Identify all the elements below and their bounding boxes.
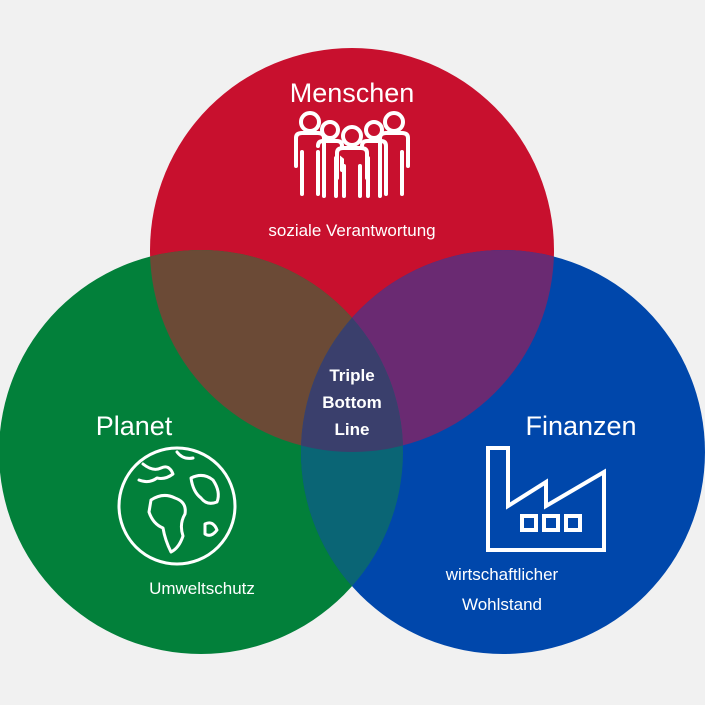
people-group-icon (294, 111, 410, 198)
menschen-subtitle: soziale Verantwortung (268, 221, 436, 240)
overlap-menschen-finanzen (301, 250, 554, 452)
menschen-title: Menschen (289, 78, 415, 108)
planet-subtitle: Umweltschutz (149, 579, 255, 598)
globe-icon (117, 446, 237, 566)
center-line-2: Bottom (322, 393, 382, 412)
finanzen-subtitle-line-1: wirtschaftlicher (445, 565, 559, 584)
center-line-1: Triple (329, 366, 375, 385)
center-label: Triple Bottom Line (300, 362, 404, 443)
overlap-menschen-planet (150, 250, 403, 452)
finanzen-title: Finanzen (525, 411, 637, 441)
planet-title: Planet (95, 411, 173, 441)
factory-icon (486, 446, 606, 552)
center-line-3: Line (334, 420, 370, 439)
finanzen-subtitle-line-2: Wohlstand (461, 595, 542, 614)
